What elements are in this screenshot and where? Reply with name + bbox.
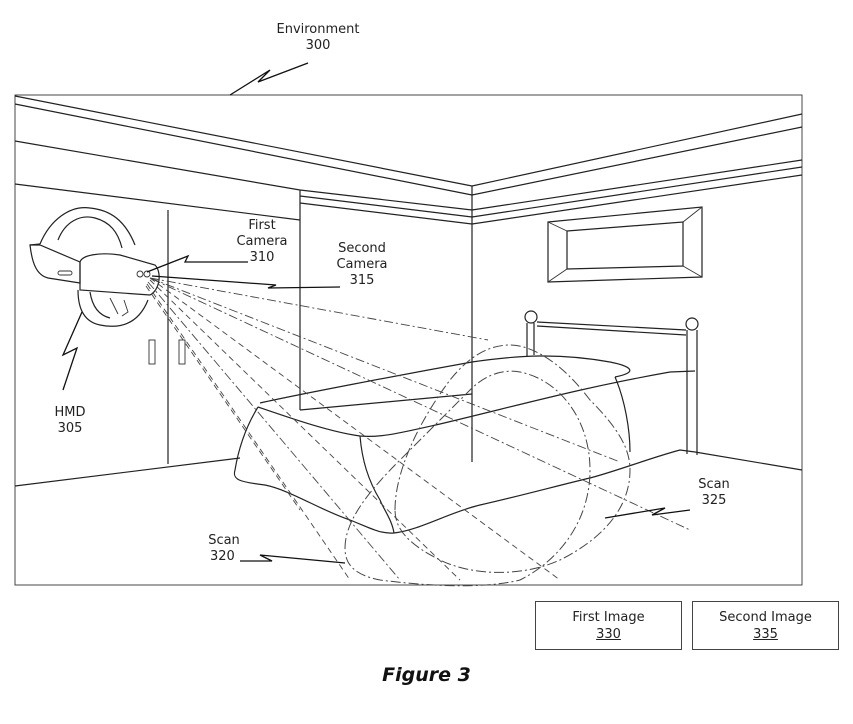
- scan-325-outline: [394, 344, 631, 573]
- hmd-label-ref: 305: [57, 421, 83, 436]
- second-camera-leader: [151, 275, 341, 289]
- floor-lines: [299, 393, 803, 471]
- environment-label-name: Environment: [276, 22, 360, 37]
- first-camera-label-line1: First: [248, 218, 276, 233]
- second-image-box: Second Image 335: [692, 601, 839, 650]
- first-image-name: First Image: [572, 610, 645, 625]
- scan-320-outline: [344, 370, 591, 587]
- scan-325-leader: [604, 507, 691, 519]
- first-image-box: First Image 330: [535, 601, 682, 650]
- environment-frame: [14, 94, 803, 586]
- scan-325-label-name: Scan: [698, 477, 730, 492]
- first-camera-label-line2: Camera: [236, 234, 288, 249]
- ceiling-molding: [14, 95, 803, 462]
- environment-label: Environment 300: [268, 22, 368, 54]
- scan-320-label-name: Scan: [208, 533, 240, 548]
- hmd-label-name: HMD: [54, 405, 86, 420]
- scan-320-label-ref: 320: [210, 549, 235, 564]
- environment-label-ref: 300: [305, 38, 331, 53]
- second-camera-label-line2: Camera: [336, 257, 388, 272]
- bed: [233, 355, 696, 534]
- first-camera-label-ref: 310: [249, 250, 275, 265]
- second-camera-label: Second Camera 315: [327, 241, 397, 289]
- scan-320-leader: [240, 554, 346, 564]
- first-image-ref: 330: [596, 627, 621, 642]
- hmd-leader: [61, 311, 83, 391]
- first-camera-label: First Camera 310: [232, 218, 292, 266]
- leader-lines: [61, 254, 691, 564]
- second-camera-label-ref: 315: [349, 273, 375, 288]
- second-image-name: Second Image: [719, 610, 812, 625]
- hmd-label: HMD 305: [45, 405, 95, 437]
- scan-regions: [344, 344, 631, 587]
- scan-320-label: Scan 320: [200, 533, 248, 565]
- hmd-headset: [29, 207, 160, 327]
- second-camera-label-line1: Second: [338, 241, 386, 256]
- environment-leader: [229, 62, 309, 96]
- first-camera-leader: [146, 254, 248, 273]
- picture-frame: [547, 206, 703, 283]
- scan-325-label: Scan 325: [690, 477, 738, 509]
- scan-325-label-ref: 325: [701, 493, 727, 508]
- figure-caption: Figure 3: [382, 664, 471, 686]
- closet: [14, 183, 301, 487]
- second-image-ref: 335: [753, 627, 778, 642]
- bed-headboard: [524, 310, 699, 455]
- camera-rays: [145, 277, 691, 581]
